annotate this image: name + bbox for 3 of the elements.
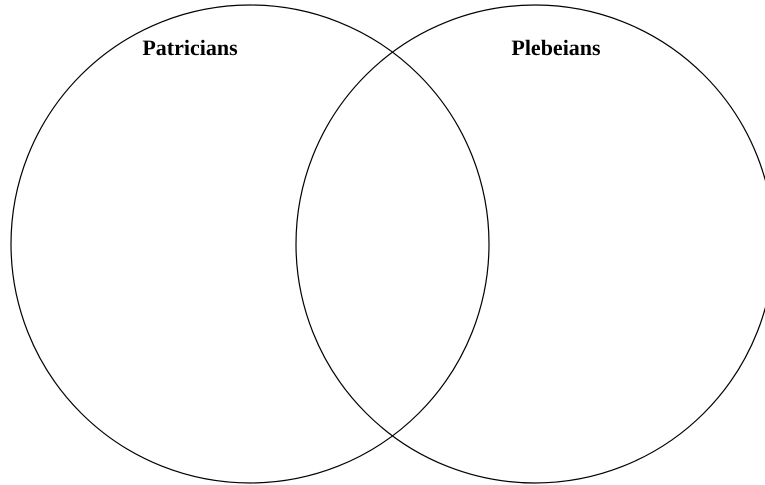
venn-circle bbox=[11, 5, 489, 483]
set-label: Plebeians bbox=[510, 35, 602, 61]
set-label: Patricians bbox=[141, 35, 239, 61]
